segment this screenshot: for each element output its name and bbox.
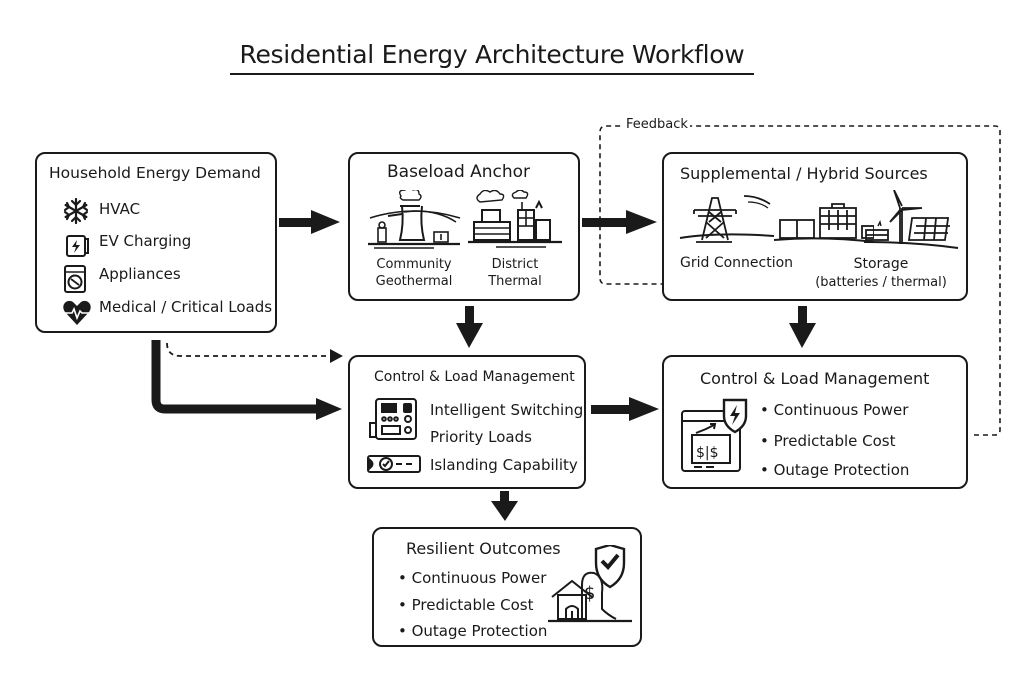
household-demand-title: Household Energy Demand bbox=[49, 164, 261, 182]
storage-batteries-icon bbox=[774, 203, 874, 243]
grid-connection-label: Grid Connection bbox=[680, 255, 794, 271]
grid-tower-icon bbox=[679, 195, 774, 243]
feedback-label: Feedback bbox=[624, 117, 690, 132]
control-panel-icon bbox=[369, 398, 417, 440]
demand-item-medical-critical-loads: Medical / Critical Loads bbox=[99, 298, 273, 316]
control-left-item-islanding-capability: Islanding Capability bbox=[430, 456, 578, 474]
geothermal-plant-icon bbox=[368, 190, 461, 249]
washing-machine-icon bbox=[64, 265, 86, 293]
outcome-item-continuous-power: • Continuous Power bbox=[398, 569, 547, 587]
control-right-title: Control & Load Management bbox=[700, 369, 930, 388]
islanding-icon bbox=[367, 455, 421, 473]
diagram-title: Residential Energy Architecture Workflow bbox=[239, 40, 745, 69]
arrow-control-left-to-control-right bbox=[591, 397, 659, 421]
home-shield-check-icon: $ bbox=[548, 545, 632, 623]
svg-text:$|$: $|$ bbox=[696, 445, 719, 461]
ev-charger-icon bbox=[66, 235, 89, 257]
control-left-title: Control & Load Management bbox=[374, 369, 575, 385]
control-left-item-intelligent-switching: Intelligent Switching bbox=[430, 401, 584, 419]
outcome-item-predictable-cost: • Predictable Cost bbox=[398, 596, 534, 614]
arrow-demand-to-baseload bbox=[279, 210, 340, 234]
baseload-anchor-title: Baseload Anchor bbox=[387, 162, 531, 182]
cost-shield-dashboard-icon: $|$ bbox=[681, 398, 748, 472]
control-right-item-predictable-cost: • Predictable Cost bbox=[760, 432, 896, 450]
control-left-item-priority-loads: Priority Loads bbox=[430, 428, 532, 446]
district-thermal-plant-icon bbox=[468, 190, 562, 248]
arrow-baseload-to-supplemental bbox=[582, 210, 657, 234]
svg-text:$: $ bbox=[584, 583, 595, 604]
wind-solar-icon bbox=[864, 190, 959, 249]
resilient-outcomes-box: Resilient Outcomes • Continuous Power • … bbox=[372, 527, 642, 647]
heart-pulse-icon bbox=[63, 300, 91, 325]
source-label-district-thermal: District Thermal bbox=[470, 256, 560, 290]
control-load-management-right-box: Control & Load Management $|$ • Continuo… bbox=[662, 355, 968, 489]
household-demand-box: Household Energy Demand HVAC EV Charging… bbox=[35, 152, 277, 333]
baseload-anchor-box: Baseload Anchor Community Geoth bbox=[348, 152, 580, 301]
supplemental-sources-box: Supplemental / Hybrid Sources bbox=[662, 152, 968, 301]
resilient-outcomes-title: Resilient Outcomes bbox=[406, 539, 561, 558]
demand-item-appliances: Appliances bbox=[99, 265, 181, 283]
storage-label-line: (batteries / thermal) bbox=[815, 275, 947, 290]
source-label-line: Thermal bbox=[488, 274, 542, 289]
arrow-baseload-to-control-left bbox=[456, 306, 483, 348]
control-right-item-outage-protection: • Outage Protection bbox=[760, 461, 910, 479]
source-label-community-geothermal: Community Geothermal bbox=[364, 256, 464, 290]
demand-item-hvac: HVAC bbox=[99, 200, 141, 218]
snowflake-icon bbox=[63, 197, 89, 225]
title-underline bbox=[230, 73, 754, 75]
source-label-line: Geothermal bbox=[375, 274, 453, 289]
demand-item-ev-charging: EV Charging bbox=[99, 232, 192, 250]
storage-label-line: Storage bbox=[853, 256, 909, 272]
control-right-item-continuous-power: • Continuous Power bbox=[760, 401, 909, 419]
arrow-supplemental-to-control-right bbox=[789, 306, 816, 348]
source-label-line: District bbox=[491, 257, 539, 272]
outcome-item-outage-protection: • Outage Protection bbox=[398, 622, 548, 640]
supplemental-sources-title: Supplemental / Hybrid Sources bbox=[680, 164, 928, 183]
arrow-control-to-outcomes bbox=[491, 491, 518, 521]
control-load-management-left-box: Control & Load Management Intelligent Sw… bbox=[348, 355, 586, 489]
storage-label: Storage (batteries / thermal) bbox=[806, 255, 956, 292]
arrow-demand-to-control-left bbox=[151, 340, 342, 420]
dashed-arrow-demand-to-control-left bbox=[166, 342, 343, 363]
source-label-line: Community bbox=[376, 257, 452, 272]
